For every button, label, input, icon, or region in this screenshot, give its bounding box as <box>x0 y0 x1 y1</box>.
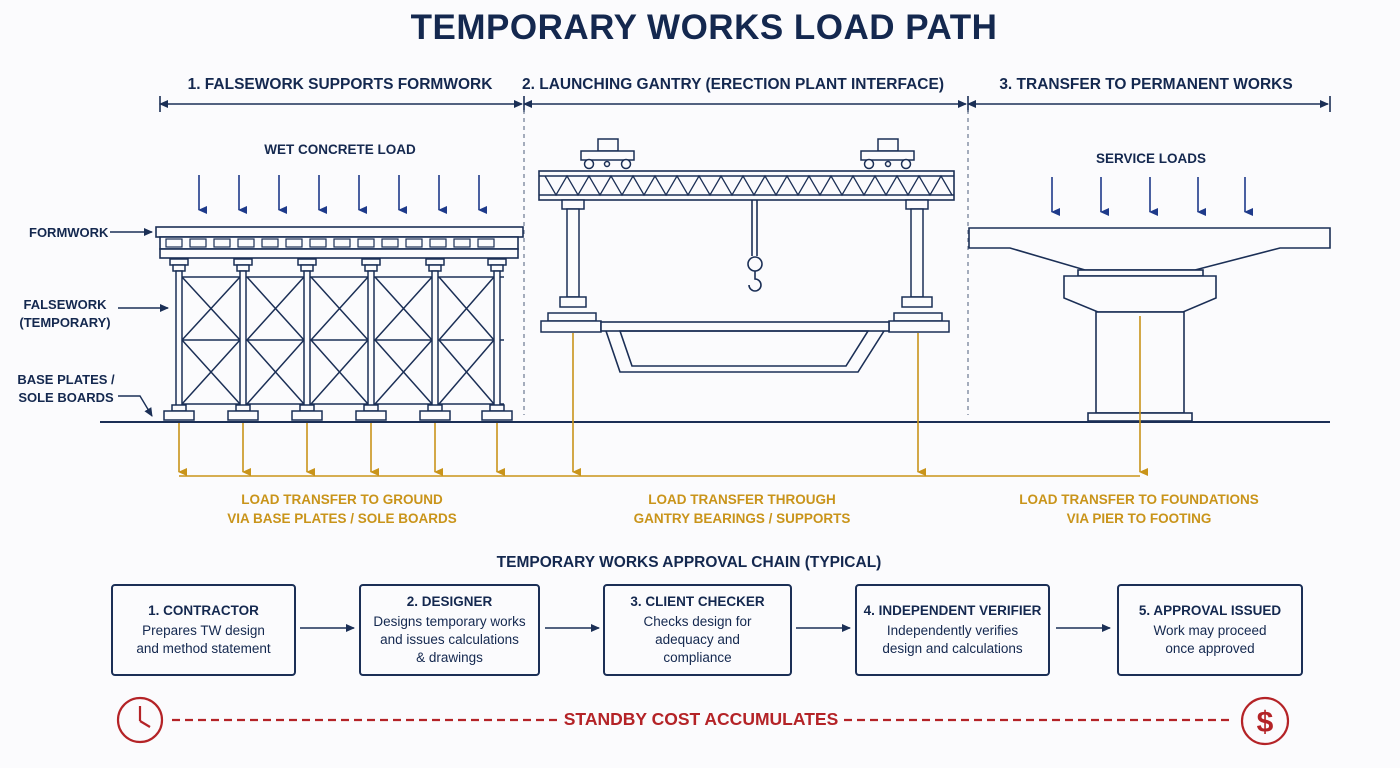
service-load-arrows <box>1051 177 1253 216</box>
side-label-pointers <box>110 228 169 417</box>
section-label-falsework: 1. FALSEWORK SUPPORTS FORMWORK <box>187 76 493 93</box>
dollar-icon: $ <box>1240 696 1290 746</box>
section-dividers <box>523 110 969 415</box>
clock-icon <box>116 696 164 744</box>
falsework-posts <box>163 258 513 421</box>
segment-box-girder <box>600 321 890 373</box>
step-designer: 2. DESIGNER Designs temporary works and … <box>359 584 540 676</box>
standby-cost-label: STANDBY COST ACCUMULATES <box>563 709 839 729</box>
section-label-gantry: 2. LAUNCHING GANTRY (ERECTION PLANT INTE… <box>522 76 944 93</box>
transfer-note-foundations: LOAD TRANSFER TO FOUNDATIONS VIA PIER TO… <box>1019 492 1259 526</box>
step-title: 3. CLIENT CHECKER <box>630 593 765 609</box>
gantry-hook <box>747 200 763 292</box>
step-description: Prepares TW design and method statement <box>136 622 271 656</box>
formwork-label: FORMWORK <box>29 225 109 240</box>
gantry-truss <box>538 170 955 201</box>
wet-concrete-load-label: WET CONCRETE LOAD <box>264 142 416 157</box>
transfer-note-gantry: LOAD TRANSFER THROUGH GANTRY BEARINGS / … <box>633 492 851 526</box>
step-client-checker: 3. CLIENT CHECKER Checks design for adeq… <box>603 584 792 676</box>
step-contractor: 1. CONTRACTOR Prepares TW design and met… <box>111 584 296 676</box>
dollar-symbol: $ <box>1257 706 1274 739</box>
transfer-note-ground: LOAD TRANSFER TO GROUND VIA BASE PLATES … <box>227 492 457 526</box>
section-label-permanent: 3. TRANSFER TO PERMANENT WORKS <box>999 76 1293 93</box>
service-loads-label: SERVICE LOADS <box>1095 151 1207 166</box>
page-title: TEMPORARY WORKS LOAD PATH <box>410 8 998 47</box>
load-transfer-arrows <box>178 316 1148 477</box>
permanent-deck-and-pier <box>968 227 1331 422</box>
step-title: 1. CONTRACTOR <box>148 602 259 618</box>
base-plates-label: BASE PLATES / SOLE BOARDS <box>17 372 115 405</box>
step-approval-issued: 5. APPROVAL ISSUED Work may proceed once… <box>1117 584 1303 676</box>
gantry-trolleys <box>580 138 915 170</box>
section-dimension-lines <box>159 96 1331 112</box>
approval-chain-title: TEMPORARY WORKS APPROVAL CHAIN (TYPICAL) <box>496 554 882 571</box>
formwork-deck <box>155 226 524 259</box>
step-independent-verifier: 4. INDEPENDENT VERIFIER Independently ve… <box>855 584 1050 676</box>
wet-concrete-load-arrows <box>198 175 487 214</box>
falsework-frame <box>176 276 504 405</box>
step-description: Independently verifies design and calcul… <box>882 622 1023 656</box>
falsework-label: FALSEWORK (TEMPORARY) <box>19 297 111 330</box>
formwork-blocks <box>165 238 495 248</box>
step-title: 4. INDEPENDENT VERIFIER <box>863 602 1042 618</box>
step-description: Work may proceed once approved <box>1153 622 1267 656</box>
step-description: Checks design for adequacy and complianc… <box>643 613 752 665</box>
step-title: 5. APPROVAL ISSUED <box>1138 602 1282 618</box>
step-title: 2. DESIGNER <box>406 593 493 609</box>
step-description: Designs temporary works and issues calcu… <box>373 613 526 665</box>
gantry-legs <box>540 199 950 333</box>
